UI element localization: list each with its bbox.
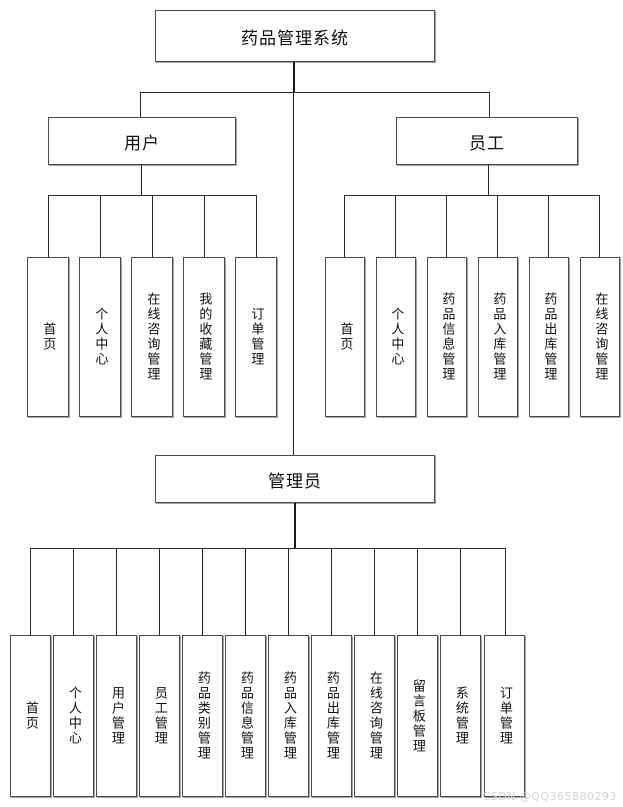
node-admin-leaf-8[interactable]: 在线咨询管理 [354,635,395,797]
node-label: 药品信息管理 [440,292,456,382]
node-label: 在线咨询管理 [593,292,609,382]
connector-admin-child-drop [417,548,418,635]
node-label: 个人中心 [66,686,82,746]
node-admin-leaf-9[interactable]: 留言板管理 [397,635,438,797]
connector-level1-bus [140,92,490,93]
connector-admin-child-drop [116,548,117,635]
node-admin-leaf-6[interactable]: 药品入库管理 [268,635,309,797]
node-admin-leaf-7[interactable]: 药品出库管理 [311,635,352,797]
connector-admin-child-drop [374,548,375,635]
node-admin-leaf-0[interactable]: 首页 [10,635,51,797]
node-staff-leaf-2[interactable]: 药品信息管理 [427,257,467,417]
node-role-user[interactable]: 用户 [48,117,236,165]
node-label: 个人中心 [389,307,405,367]
node-label: 首页 [23,701,39,731]
connector-user-drop [141,165,142,195]
node-label: 在线咨询管理 [367,671,383,761]
node-label: 个人中心 [93,307,109,367]
connector-admin-bus [30,548,506,549]
node-label: 员工管理 [152,686,168,746]
connector-admin-child-drop [202,548,203,635]
connector-drop-staff [489,92,490,117]
node-label: 在线咨询管理 [145,292,161,382]
node-label: 药品出库管理 [542,292,558,382]
node-label: 用户 [124,133,160,153]
connector-user-child-drop [100,195,101,257]
node-admin-leaf-4[interactable]: 药品类别管理 [182,635,223,797]
node-admin-leaf-5[interactable]: 药品信息管理 [225,635,266,797]
watermark-text: CSDN @QQ365880293 [482,790,617,803]
connector-user-child-drop [48,195,49,257]
node-label: 我的收藏管理 [197,292,213,382]
connector-drop-user [140,92,141,117]
node-admin-leaf-1[interactable]: 个人中心 [53,635,94,797]
node-label: 订单管理 [497,686,513,746]
node-admin-leaf-10[interactable]: 系统管理 [440,635,481,797]
node-label: 药品信息管理 [238,671,254,761]
node-role-staff[interactable]: 员工 [396,117,578,165]
node-user-leaf-3[interactable]: 我的收藏管理 [183,257,225,417]
node-label: 首页 [338,322,354,352]
node-label: 首页 [41,322,57,352]
connector-admin-child-drop [30,548,31,635]
connector-user-child-drop [204,195,205,257]
node-label: 药品入库管理 [491,292,507,382]
node-label: 员工 [469,133,505,153]
node-staff-leaf-3[interactable]: 药品入库管理 [478,257,518,417]
connector-staff-child-drop [446,195,447,257]
node-label: 系统管理 [453,686,469,746]
connector-staff-child-drop [344,195,345,257]
connector-staff-child-drop [497,195,498,257]
connector-staff-child-drop [548,195,549,257]
connector-spine-admin [293,92,294,455]
connector-user-child-drop [256,195,257,257]
node-admin-leaf-3[interactable]: 员工管理 [139,635,180,797]
node-label: 药品管理系统 [241,28,349,48]
connector-admin-child-drop [245,548,246,635]
node-user-leaf-1[interactable]: 个人中心 [79,257,121,417]
node-staff-leaf-0[interactable]: 首页 [325,257,365,417]
node-label: 用户管理 [109,686,125,746]
node-admin-leaf-11[interactable]: 订单管理 [484,635,525,797]
node-root-system[interactable]: 药品管理系统 [155,10,435,62]
node-label: 留言板管理 [410,678,426,754]
connector-root-drop [293,62,295,92]
node-label: 管理员 [268,471,322,491]
connector-admin-child-drop [505,548,506,635]
node-user-leaf-2[interactable]: 在线咨询管理 [131,257,173,417]
connector-staff-drop [488,165,489,195]
connector-admin-child-drop [331,548,332,635]
connector-admin-child-drop [159,548,160,635]
node-staff-leaf-4[interactable]: 药品出库管理 [529,257,569,417]
connector-admin-drop [294,503,296,548]
connector-user-child-drop [152,195,153,257]
node-user-leaf-4[interactable]: 订单管理 [235,257,277,417]
connector-admin-child-drop [460,548,461,635]
node-user-leaf-0[interactable]: 首页 [27,257,69,417]
connector-admin-child-drop [73,548,74,635]
node-staff-leaf-1[interactable]: 个人中心 [376,257,416,417]
node-admin-leaf-2[interactable]: 用户管理 [96,635,137,797]
node-staff-leaf-5[interactable]: 在线咨询管理 [580,257,620,417]
connector-staff-child-drop [599,195,600,257]
node-label: 药品入库管理 [281,671,297,761]
connector-admin-child-drop [288,548,289,635]
connector-staff-bus [344,195,600,196]
node-label: 药品出库管理 [324,671,340,761]
node-role-admin[interactable]: 管理员 [155,455,435,503]
connector-staff-child-drop [395,195,396,257]
node-label: 药品类别管理 [195,671,211,761]
node-label: 订单管理 [249,307,265,367]
